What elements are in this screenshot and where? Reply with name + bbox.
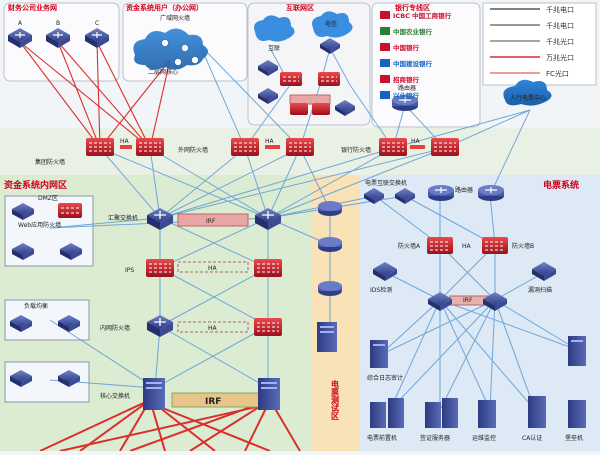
dmz-switch-2-icon bbox=[12, 243, 34, 260]
cloud-net2-label: 电信 bbox=[325, 20, 337, 28]
switch-a-icon bbox=[8, 28, 32, 48]
node-bank-fw-label: 银行防火墙 bbox=[341, 146, 371, 154]
node-lb-label: 负载均衡 bbox=[24, 302, 48, 310]
node-router2-label: 路由器 bbox=[455, 186, 473, 194]
lb-switch-2-icon bbox=[58, 315, 80, 332]
zone-fund-users-label: 资金系统用户（办公网） bbox=[126, 3, 203, 12]
node-sw-a-label: A bbox=[18, 20, 23, 27]
bank-1-label: ICBC 中国工商银行 bbox=[393, 11, 452, 20]
node-ebill-sw-label: 电票互联交换机 bbox=[365, 179, 407, 187]
srv-sign-label: 签证服务器 bbox=[420, 434, 450, 442]
legend-3-label: 千兆光口 bbox=[546, 37, 574, 46]
legend-swatches bbox=[490, 8, 540, 74]
zone-bank-line-label: 银行专线区 bbox=[395, 3, 430, 12]
bank-2-label: 中国农业银行 bbox=[393, 27, 433, 36]
node-web-fw-label: Web应用防火墙 bbox=[18, 221, 61, 229]
node-ips-label: IPS bbox=[125, 267, 134, 274]
dmz-switch-3-icon bbox=[60, 243, 82, 260]
node-group-fw-label: 集团防火墙 bbox=[35, 158, 65, 166]
node-vuln-label: 漏洞扫描 bbox=[528, 286, 552, 294]
bank-3-label: 中国银行 bbox=[393, 43, 420, 52]
ha-label-4: HA bbox=[208, 265, 218, 272]
cloud-icons bbox=[133, 11, 552, 106]
ha-label-5: HA bbox=[208, 325, 218, 332]
node-wan-fw-label: 广域网火墙 bbox=[160, 14, 190, 22]
dmz-switch-icon bbox=[12, 203, 34, 220]
legend-box bbox=[482, 2, 597, 86]
bl-switch-1-icon bbox=[10, 370, 32, 387]
ha-label-6: HA bbox=[462, 243, 472, 250]
irf-label-2: IRF bbox=[205, 397, 221, 407]
server-icons bbox=[143, 322, 586, 428]
node-summary-sw-label: 汇聚交换机 bbox=[108, 214, 138, 222]
srv-ca-label: CA认证 bbox=[522, 434, 542, 442]
internet-switch-icons bbox=[258, 38, 355, 116]
node-core-sw-label: 核心交换机 bbox=[100, 392, 130, 400]
zone-fund-inner-label: 资金系统内网区 bbox=[4, 179, 67, 191]
node-inner-fw-label: 内网防火墙 bbox=[100, 324, 130, 332]
bank-4-label: 中国建设银行 bbox=[393, 59, 433, 68]
node-l2-core-label: 二层网核心 bbox=[148, 68, 178, 76]
cloud-ebill-label: 人行电票中心 bbox=[510, 94, 546, 102]
node-dmz-label: DMZ区 bbox=[38, 195, 58, 202]
node-router-label: 路由器 bbox=[398, 84, 416, 92]
summary-switch-1-icon bbox=[147, 208, 173, 230]
switch-b-icon bbox=[46, 28, 70, 48]
cloud-net1-label: 互联 bbox=[268, 44, 280, 52]
ebill-test-zone bbox=[312, 175, 360, 451]
ebill-switch-icons bbox=[364, 188, 556, 311]
bank-5-label: 招商银行 bbox=[393, 75, 420, 84]
node-fw-a-label: 防火墙A bbox=[398, 242, 421, 250]
bank-logo-icons bbox=[380, 11, 390, 99]
legend-1-label: 千兆电口 bbox=[546, 5, 574, 14]
srv-fort-label: 堡垒机 bbox=[565, 434, 583, 442]
zone-ebill-label: 电票系统 bbox=[543, 179, 579, 191]
node-ext-fw-label: 外网防火墙 bbox=[178, 146, 208, 154]
bl-switch-2-icon bbox=[58, 370, 80, 387]
node-ids-label: IDS检测 bbox=[370, 286, 392, 294]
srv-ops-label: 运维监控 bbox=[472, 434, 496, 442]
inner-switch-1-icon bbox=[147, 315, 173, 337]
cloud-node-icons bbox=[161, 39, 199, 66]
switch-c-icon bbox=[85, 28, 109, 48]
node-log-audit-label: 综合日志审计 bbox=[367, 374, 403, 382]
irf-label-1: IRF bbox=[206, 218, 216, 225]
ha-label-1: HA bbox=[120, 138, 130, 145]
ha-label-2: HA bbox=[265, 138, 275, 145]
node-sw-b-label: B bbox=[56, 20, 60, 27]
summary-switch-2-icon bbox=[255, 208, 281, 230]
srv-ebill-label: 电票前置机 bbox=[367, 434, 397, 442]
legend-2-label: 千兆电口 bbox=[546, 21, 574, 30]
irf-label-3: IRF bbox=[463, 297, 473, 304]
zone-finance-business-label: 财务公司业务网 bbox=[7, 3, 57, 12]
firewall-icons bbox=[58, 72, 508, 336]
legend-4-label: 万兆光口 bbox=[546, 53, 574, 62]
ha-label-3: HA bbox=[411, 138, 421, 145]
router-icons bbox=[318, 95, 504, 296]
zone-internet-label: 互联网区 bbox=[286, 3, 314, 12]
lb-switch-1-icon bbox=[10, 315, 32, 332]
legend-5-label: FC光口 bbox=[546, 69, 569, 78]
zone-ebill-test-label: 电票测试区 bbox=[331, 379, 340, 421]
bank-6-label: 兴业银行 bbox=[393, 91, 420, 100]
node-sw-c-label: C bbox=[95, 20, 99, 27]
node-fw-b-label: 防火墙B bbox=[512, 242, 534, 250]
